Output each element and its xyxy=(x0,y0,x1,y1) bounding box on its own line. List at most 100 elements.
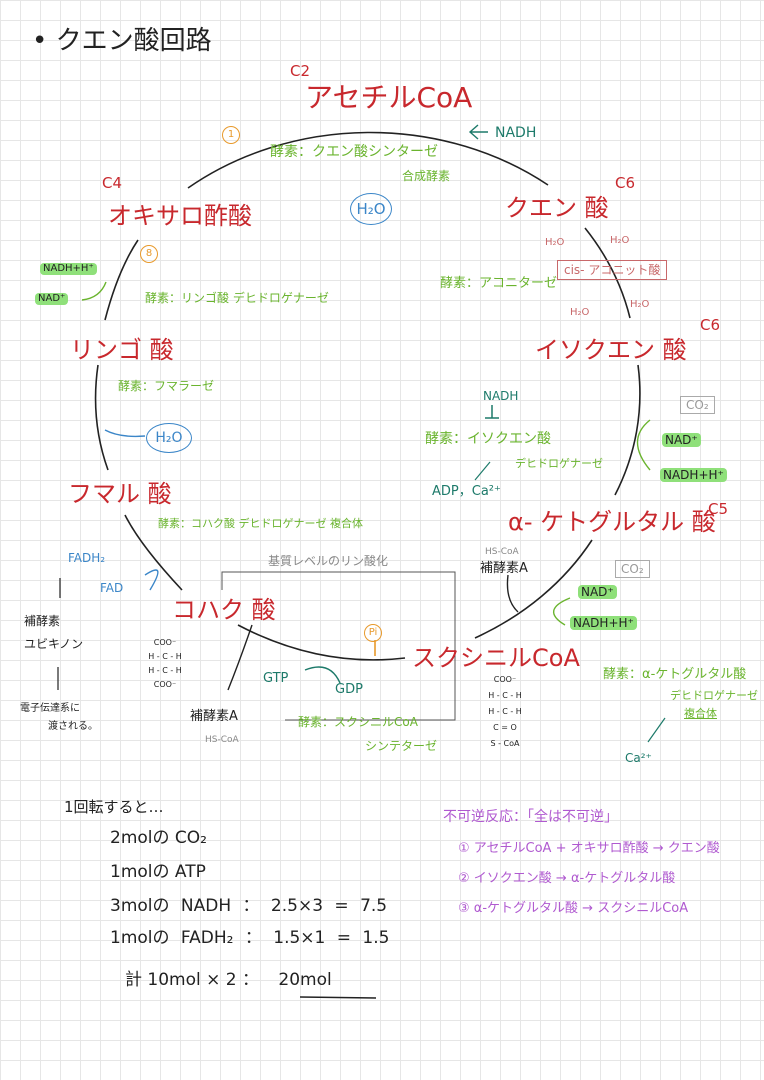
hs-coa-1: HS-CoA xyxy=(485,547,519,557)
ubiquinone-label-1: 補酵素 xyxy=(24,614,61,628)
enzyme-sdh: 酵素：コハク酸 デヒドロゲナーゼ 複合体 xyxy=(158,517,363,530)
adp-arrow xyxy=(474,461,491,481)
enzyme-fumarase: 酵素：フマラーゼ xyxy=(118,379,215,393)
enzyme-idh-1: 酵素：イソクエン酸 xyxy=(425,431,551,447)
step-1-marker: 1 xyxy=(222,126,240,144)
enzyme-scs-1: 酵素：スクシニルCoA xyxy=(298,715,418,729)
enzyme-synthase-note: 合成酵素 xyxy=(402,169,451,183)
enzyme-akgdh-3: 複合体 xyxy=(684,707,717,720)
summary-line: 3molの NADH ： 2.5×3 = 7.5 xyxy=(110,896,388,916)
irreversible-item: ③ α-ケトグルタル酸 → スクシニルCoA xyxy=(458,901,689,916)
cycle-arc-left-upper xyxy=(104,239,139,321)
h2o-out-2: H₂O xyxy=(570,307,590,318)
succinyl-coa-structure: COO⁻ H - C - H H - C - H C = O S - CoA xyxy=(475,672,535,752)
h2o-in-2: H₂O xyxy=(630,299,650,310)
nadh-2: NADH+H⁺ xyxy=(570,616,637,630)
nadh-inhibitor-top: NADH xyxy=(495,125,537,141)
malate: リンゴ 酸 xyxy=(70,336,174,364)
coa-arrow-2 xyxy=(506,574,519,613)
nadh-inhibit-top-line xyxy=(468,124,488,140)
nad-1: NAD⁺ xyxy=(662,433,701,447)
co2-release-1: CO₂ xyxy=(680,396,715,414)
cycle-arc-top xyxy=(187,131,549,189)
acetyl-coa-carbon: C2 xyxy=(290,62,311,80)
hs-coa-2: HS-CoA xyxy=(205,735,239,745)
structure-line: COO⁻ xyxy=(493,675,517,684)
enzyme-scs-2: シンテターゼ xyxy=(365,739,438,753)
h2o-citrate-synthase: H₂O xyxy=(350,193,392,225)
adp-ca-activator: ADP，Ca²⁺ xyxy=(432,484,501,499)
enzyme-idh-2: デヒドロゲナーゼ xyxy=(515,457,603,470)
cis-aconitate: cis- アコニット酸 xyxy=(557,260,668,280)
succinate: コハク 酸 xyxy=(172,596,276,624)
oxaloacetate: オキサロ酢酸 xyxy=(108,202,252,230)
summary-total: 計 10mol × 2 ： 20mol xyxy=(125,972,332,989)
enzyme-akgdh-1: 酵素：α-ケトグルタル酸 xyxy=(603,667,747,682)
coa-arrow xyxy=(227,624,253,691)
coenzyme-a-2: 補酵素A xyxy=(190,709,238,724)
ubiquinone-label-2: ユビキノン xyxy=(24,637,84,651)
nad-malate: NAD⁺ xyxy=(35,293,69,305)
isocitrate-carbon: C6 xyxy=(700,316,721,334)
structure-line: H - C - H xyxy=(148,666,182,675)
etc-label-2: 渡される。 xyxy=(48,721,98,732)
cycle-arc-right-lower xyxy=(614,364,641,496)
nad-arrow-1 xyxy=(636,419,651,471)
structure-line: COO⁻ xyxy=(153,680,177,689)
summary-line: 1molの FADH₂ ： 1.5×1 = 1.5 xyxy=(110,928,390,948)
succinyl-coa: スクシニルCoA xyxy=(412,644,580,672)
gtp: GTP xyxy=(263,671,289,686)
h2o-fumarase-arrow xyxy=(104,429,146,438)
h2o-out-1: H₂O xyxy=(545,237,565,248)
summary-heading: 1回転すると… xyxy=(64,798,164,816)
step-8-marker: 8 xyxy=(140,245,158,263)
cycle-arc-left xyxy=(94,364,109,471)
cycle-arc-right-upper xyxy=(584,227,631,319)
h2o-fumarase: H₂O xyxy=(146,423,192,453)
citrate: クエン 酸 xyxy=(505,194,609,222)
coenzyme-a-1: 補酵素A xyxy=(480,561,528,576)
summary-total-prefix: 計 10mol × 2 ： xyxy=(125,970,259,990)
cycle-arc-bottom xyxy=(237,624,406,661)
cycle-arc-left-lower xyxy=(124,514,183,591)
h2o-in-1: H₂O xyxy=(610,235,630,246)
gdp: GDP xyxy=(335,682,363,697)
page-title: • クエン酸回路 xyxy=(32,26,212,56)
fad-arrow xyxy=(144,569,159,591)
irreversible-item: ② イソクエン酸 → α-ケトグルタル酸 xyxy=(458,871,676,886)
pi-marker: Pi xyxy=(364,624,382,642)
structure-line: S - CoA xyxy=(490,739,520,748)
gdp-arrow xyxy=(304,666,341,684)
summary-total-value: 20mol xyxy=(278,970,332,990)
structure-line: H - C - H xyxy=(148,652,182,661)
ca-activator: Ca²⁺ xyxy=(625,751,652,765)
page-title-text: クエン酸回路 xyxy=(55,26,212,56)
ca-arrow xyxy=(647,717,666,743)
nadh-1: NADH+H⁺ xyxy=(660,468,727,482)
nadh-inhibitor-idh: NADH xyxy=(483,389,519,403)
nadh-inhibit-line xyxy=(485,405,499,419)
succinate-structure: COO⁻ H - C - H H - C - H COO⁻ xyxy=(135,636,195,692)
alpha-kg-carbon: C5 xyxy=(708,500,729,518)
irreversible-item: ① アセチルCoA + オキサロ酢酸 → クエン酸 xyxy=(458,841,720,856)
co2-release-2: CO₂ xyxy=(615,560,650,578)
structure-line: H - C - H xyxy=(488,707,522,716)
acetyl-coa: アセチルCoA xyxy=(305,81,473,114)
fumarate: フマル 酸 xyxy=(68,480,172,508)
isocitrate: イソクエン 酸 xyxy=(535,336,687,364)
nadh-malate: NADH+H⁺ xyxy=(40,263,97,275)
alpha-ketoglutarate: α- ケトグルタル 酸 xyxy=(508,508,716,536)
enzyme-mdh: 酵素：リンゴ酸 デヒドロゲナーゼ xyxy=(145,291,329,305)
structure-line: H - C - H xyxy=(488,691,522,700)
substrate-phos-bracket xyxy=(221,571,456,721)
cycle-arc-right-bottom xyxy=(474,539,593,639)
summary-line: 2molの CO₂ xyxy=(110,828,207,848)
enzyme-citrate-synthase: 酵素：クエン酸シンターゼ xyxy=(270,144,438,160)
enzyme-aconitase: 酵素：アコニターゼ xyxy=(440,276,558,291)
total-underline xyxy=(299,996,377,999)
enzyme-akgdh-2: デヒドロゲナーゼ xyxy=(670,689,758,702)
etc-label-1: 電子伝達系に xyxy=(20,703,80,714)
fad: FAD xyxy=(100,581,124,595)
structure-line: COO⁻ xyxy=(153,638,177,647)
